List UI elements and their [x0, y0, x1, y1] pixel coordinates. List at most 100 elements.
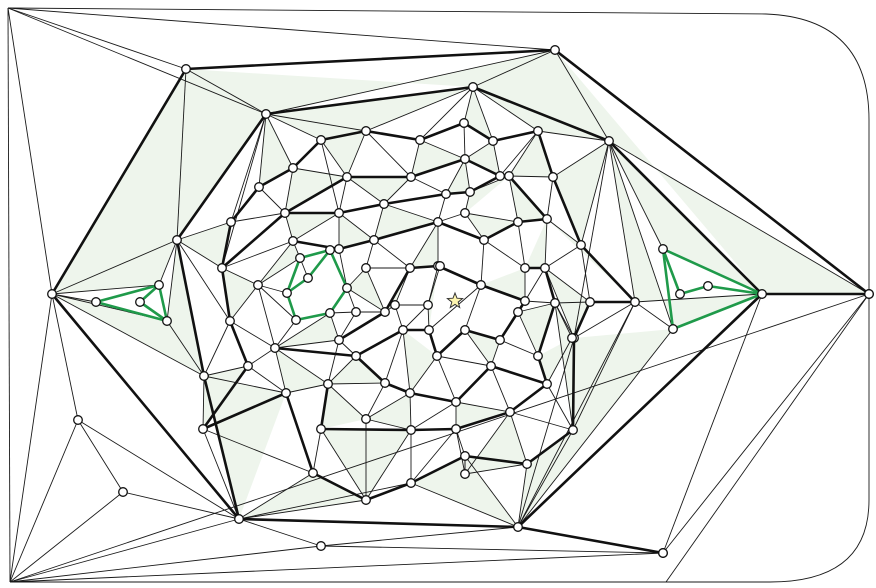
vertex: [435, 261, 445, 271]
vertex: [405, 388, 415, 398]
edge: [455, 401, 511, 413]
edge: [9, 419, 79, 583]
edge: [51, 293, 205, 377]
shaded-face: [339, 213, 374, 249]
edge: [492, 140, 501, 177]
edge: [265, 113, 294, 169]
edge: [480, 239, 485, 286]
edge: [634, 301, 674, 330]
vertex: [254, 182, 264, 192]
highlight-cycle: [139, 300, 168, 323]
edge: [238, 499, 367, 520]
edge: [573, 140, 610, 339]
edge: [517, 328, 674, 528]
edge: [202, 375, 205, 430]
edge: [436, 355, 457, 403]
vertex: [303, 273, 313, 283]
edge: [202, 428, 314, 474]
vertex: [405, 263, 415, 273]
vertex: [432, 351, 442, 361]
edge: [274, 319, 297, 349]
edge: [258, 186, 286, 214]
edge: [410, 428, 457, 484]
cycle-path: [175, 113, 268, 520]
vertex: [398, 325, 408, 335]
vertex: [486, 361, 496, 371]
edge: [554, 302, 574, 431]
vertex: [316, 135, 326, 145]
edge: [554, 301, 591, 304]
vertex: [351, 307, 361, 317]
shaded-face: [321, 131, 366, 177]
edge: [508, 175, 554, 178]
vertex: [460, 325, 470, 335]
cycle-path: [285, 174, 549, 251]
edge: [455, 428, 466, 475]
vertex: [533, 126, 543, 136]
edge: [230, 113, 267, 223]
edge: [436, 355, 492, 367]
thin-edges: [7, 7, 870, 583]
vertex: [73, 415, 83, 425]
vertex: [351, 351, 361, 361]
edge: [229, 320, 276, 349]
vertex: [433, 217, 443, 227]
thick-cycles: [50, 48, 871, 555]
vertex: [451, 397, 461, 407]
edge: [410, 176, 447, 195]
vertex: [459, 118, 469, 128]
shaded-face: [518, 303, 555, 356]
edge: [274, 312, 331, 349]
edge: [284, 167, 294, 214]
edge: [247, 347, 276, 367]
edge: [176, 221, 232, 241]
edge: [472, 86, 494, 142]
vertex: [460, 451, 470, 461]
shaded-face: [275, 313, 339, 348]
shaded-face: [204, 376, 286, 519]
edge: [320, 139, 340, 214]
edge: [365, 382, 386, 420]
edge: [365, 130, 412, 178]
shaded-face: [285, 168, 347, 213]
vertex: [91, 297, 101, 307]
vertex: [522, 459, 532, 469]
shaded-face: [525, 219, 547, 268]
edge: [9, 518, 240, 583]
edge: [274, 347, 287, 394]
shaded-face: [411, 140, 465, 177]
edge: [7, 7, 53, 295]
vertex: [604, 136, 614, 146]
edge: [238, 472, 314, 520]
vertex: [468, 82, 478, 92]
edge: [327, 382, 386, 385]
edge: [77, 419, 240, 520]
edge: [464, 158, 471, 193]
edge: [410, 482, 519, 528]
edge: [427, 265, 439, 306]
vertex: [568, 425, 578, 435]
vertex: [513, 307, 523, 317]
shaded-face: [259, 114, 293, 187]
edge: [634, 293, 763, 303]
vertex: [703, 281, 713, 291]
vertex: [380, 307, 390, 317]
edge: [662, 293, 870, 554]
vertex: [325, 245, 335, 255]
edge: [662, 293, 763, 554]
highlight-cycle: [95, 283, 169, 323]
edge: [373, 239, 411, 269]
edge: [464, 140, 494, 160]
vertex: [369, 235, 379, 245]
edge: [320, 545, 664, 554]
edge: [524, 300, 556, 304]
cycle-path: [221, 157, 501, 269]
edge: [445, 158, 466, 195]
edge: [274, 339, 340, 349]
vertex: [325, 308, 335, 318]
edge: [51, 293, 79, 421]
edge: [464, 455, 519, 528]
edge: [573, 301, 636, 339]
edge: [312, 428, 322, 474]
vertex: [540, 263, 550, 273]
